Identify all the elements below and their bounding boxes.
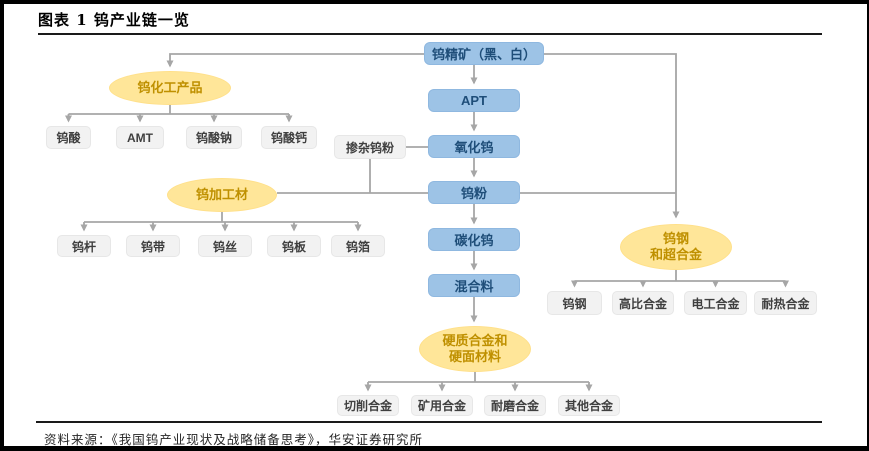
node-tungsten-foil: 钨箔 xyxy=(331,235,385,257)
node-tungstic-acid: 钨酸 xyxy=(46,126,91,149)
node-tungsten-oxide: 氧化钨 xyxy=(428,135,520,158)
node-tungsten-carbide: 碳化钨 xyxy=(428,228,520,251)
group-tungsten-chemicals: 钨化工产品 xyxy=(109,71,231,105)
node-tungsten-powder: 钨粉 xyxy=(428,181,520,204)
node-mixture: 混合料 xyxy=(428,274,520,297)
node-mining-alloy: 矿用合金 xyxy=(411,395,473,416)
group-label-line1: 硬质合金和 xyxy=(442,333,508,349)
group-label-line2: 和超合金 xyxy=(649,247,702,262)
node-doped-tungsten-powder: 掺杂钨粉 xyxy=(334,135,406,159)
group-hard-alloy: 硬质合金和 硬面材料 xyxy=(419,326,531,372)
group-tungsten-processed-materials: 钨加工材 xyxy=(167,178,277,212)
node-tungsten-strip: 钨带 xyxy=(126,235,180,257)
node-calcium-tungstate: 钨酸钙 xyxy=(261,126,317,149)
title-rule xyxy=(38,33,822,35)
figure-source: 资料来源：《我国钨产业现状及战略储备思考》，华安证券研究所 xyxy=(44,432,424,447)
node-tungsten-plate: 钨板 xyxy=(267,235,321,257)
node-other-alloy: 其他合金 xyxy=(558,395,620,416)
node-cutting-alloy: 切削合金 xyxy=(337,395,399,416)
node-amt: AMT xyxy=(116,126,164,149)
node-tungsten-wire: 钨丝 xyxy=(198,235,252,257)
group-label-line2: 硬面材料 xyxy=(448,349,501,364)
group-tungsten-steel-superalloy: 钨钢 和超合金 xyxy=(620,224,732,270)
node-sodium-tungstate: 钨酸钠 xyxy=(186,126,242,149)
node-high-density-alloy: 高比合金 xyxy=(612,291,674,315)
node-heat-resistant-alloy: 耐热合金 xyxy=(754,291,817,315)
figure-title: 图表 1 钨产业链一览 xyxy=(38,11,190,29)
node-apt: APT xyxy=(428,89,520,112)
source-rule xyxy=(36,421,822,423)
node-tungsten-concentrate: 钨精矿（黑、白） xyxy=(424,42,544,65)
node-electrical-alloy: 电工合金 xyxy=(684,291,747,315)
node-wear-resistant-alloy: 耐磨合金 xyxy=(484,395,546,416)
group-label-line1: 钨钢 xyxy=(662,231,689,247)
node-tungsten-steel: 钨钢 xyxy=(547,291,602,315)
node-tungsten-rod: 钨杆 xyxy=(57,235,111,257)
